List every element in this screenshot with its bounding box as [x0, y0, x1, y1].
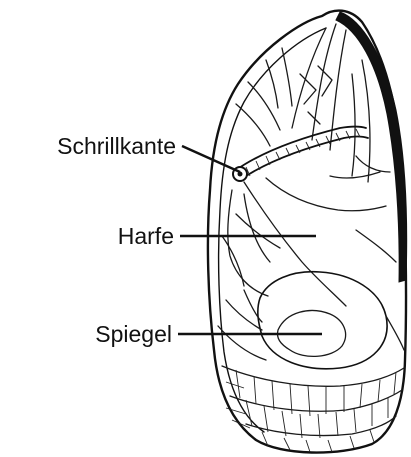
label-schrillkante: Schrillkante	[57, 133, 176, 159]
labels: Schrillkante Harfe Spiegel	[57, 133, 176, 347]
label-spiegel: Spiegel	[95, 321, 172, 347]
harp-veins	[222, 156, 396, 306]
mirror-cell	[218, 272, 404, 369]
stridulatory-file	[233, 127, 368, 182]
apical-network	[222, 366, 404, 452]
label-harfe: Harfe	[118, 223, 174, 249]
